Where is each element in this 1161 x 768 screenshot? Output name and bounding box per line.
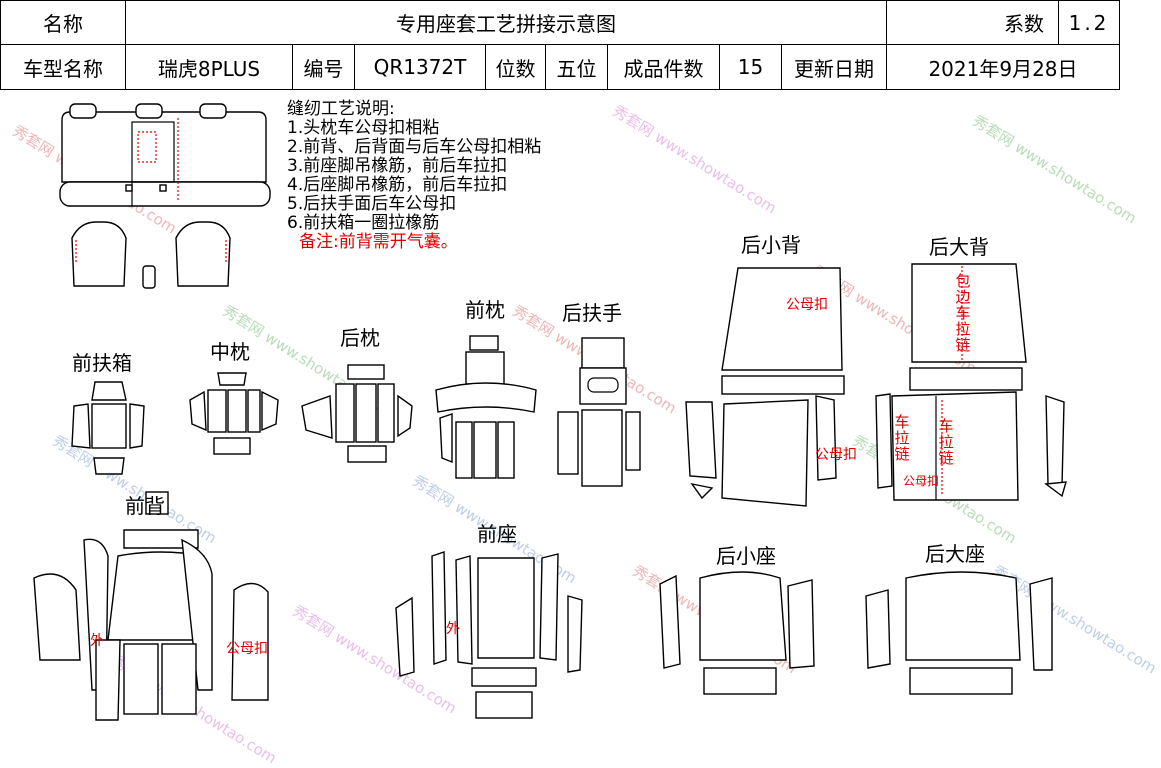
rear-headrest-pieces [301,364,413,463]
seats-value: 五位 [545,44,608,90]
middle-headrest-pieces [189,372,279,455]
annotation-outer-front-seat: 外 [446,621,460,637]
rear-small-seat-pieces [659,571,815,695]
model-value: 瑞虎8PLUS [125,44,293,90]
date-label: 更新日期 [781,44,887,90]
coef-label: 系数 [886,0,1059,45]
notes-item-2: 2.前背、后背面与后车公母扣相粘 [287,137,542,157]
label-rear-large-back: 后大背 [929,235,989,259]
notes-title: 缝纫工艺说明: [287,99,395,119]
label-rear-armrest: 后扶手 [562,301,622,325]
label-rear-large-seat: 后大座 [925,542,985,566]
rear-armrest-pieces [557,337,641,487]
name-label: 名称 [0,0,126,45]
annotation-wrap-zipper: 包边车拉链 [955,272,971,354]
car-seat-overview [59,103,271,289]
code-label: 编号 [292,44,355,90]
notes-item-6: 6.前扶箱一圈拉橡筋 [287,213,440,233]
notes-item-4: 4.后座脚吊橡筋，前后车拉扣 [287,175,508,195]
doc-title: 专用座套工艺拼接示意图 [125,0,887,45]
pieces-label: 成品件数 [607,44,720,90]
notes-remark: 备注:前背需开气囊。 [299,232,458,252]
front-seat-pieces [395,551,583,719]
label-front-headrest: 前枕 [465,298,505,322]
pieces-value: 15 [719,44,782,90]
annotation-snap-front-back: 公母扣 [226,641,268,657]
annotation-snap-rear-small-back: 公母扣 [786,297,828,313]
label-front-seat: 前座 [477,522,517,546]
front-back-pieces [33,491,269,721]
pattern-drawing [33,103,1067,721]
annotation-snap-rear-large-back: 公母扣 [903,474,940,488]
date-value: 2021年9月28日 [886,44,1120,90]
annotation-snap-rear-small-back-lower: 公母扣 [815,447,857,463]
annotation-outer-front-back: 外 [90,633,104,649]
label-rear-headrest: 后枕 [340,326,380,350]
notes-item-3: 3.前座脚吊橡筋，前后车拉扣 [287,156,508,176]
annotation-zipper-left: 车拉链 [894,413,910,463]
label-front-armrest-box: 前扶箱 [72,351,132,375]
annotation-zipper-right: 车拉链 [938,417,954,467]
rear-large-back-pieces [875,263,1067,501]
rear-large-seat-pieces [865,571,1053,695]
notes-item-5: 5.后扶手面后车公母扣 [287,194,457,214]
rear-small-back-pieces [685,267,845,507]
notes-item-1: 1.头枕车公母扣相粘 [287,118,440,138]
label-middle-headrest: 中枕 [210,340,250,364]
front-headrest-pieces [435,335,537,479]
header-table: 名称 专用座套工艺拼接示意图 系数 1.2 车型名称 瑞虎8PLUS 编号 QR… [0,0,1120,90]
label-rear-small-back: 后小背 [741,233,801,257]
label-front-back: 前背 [125,494,165,518]
front-armrest-box-pieces [71,381,145,475]
code-value: QR1372T [354,44,486,90]
label-rear-small-seat: 后小座 [716,544,776,568]
sewing-notes: 缝纫工艺说明: 1.头枕车公母扣相粘 2.前背、后背面与后车公母扣相粘 3.前座… [287,100,541,252]
seats-label: 位数 [485,44,546,90]
model-label: 车型名称 [0,44,126,90]
